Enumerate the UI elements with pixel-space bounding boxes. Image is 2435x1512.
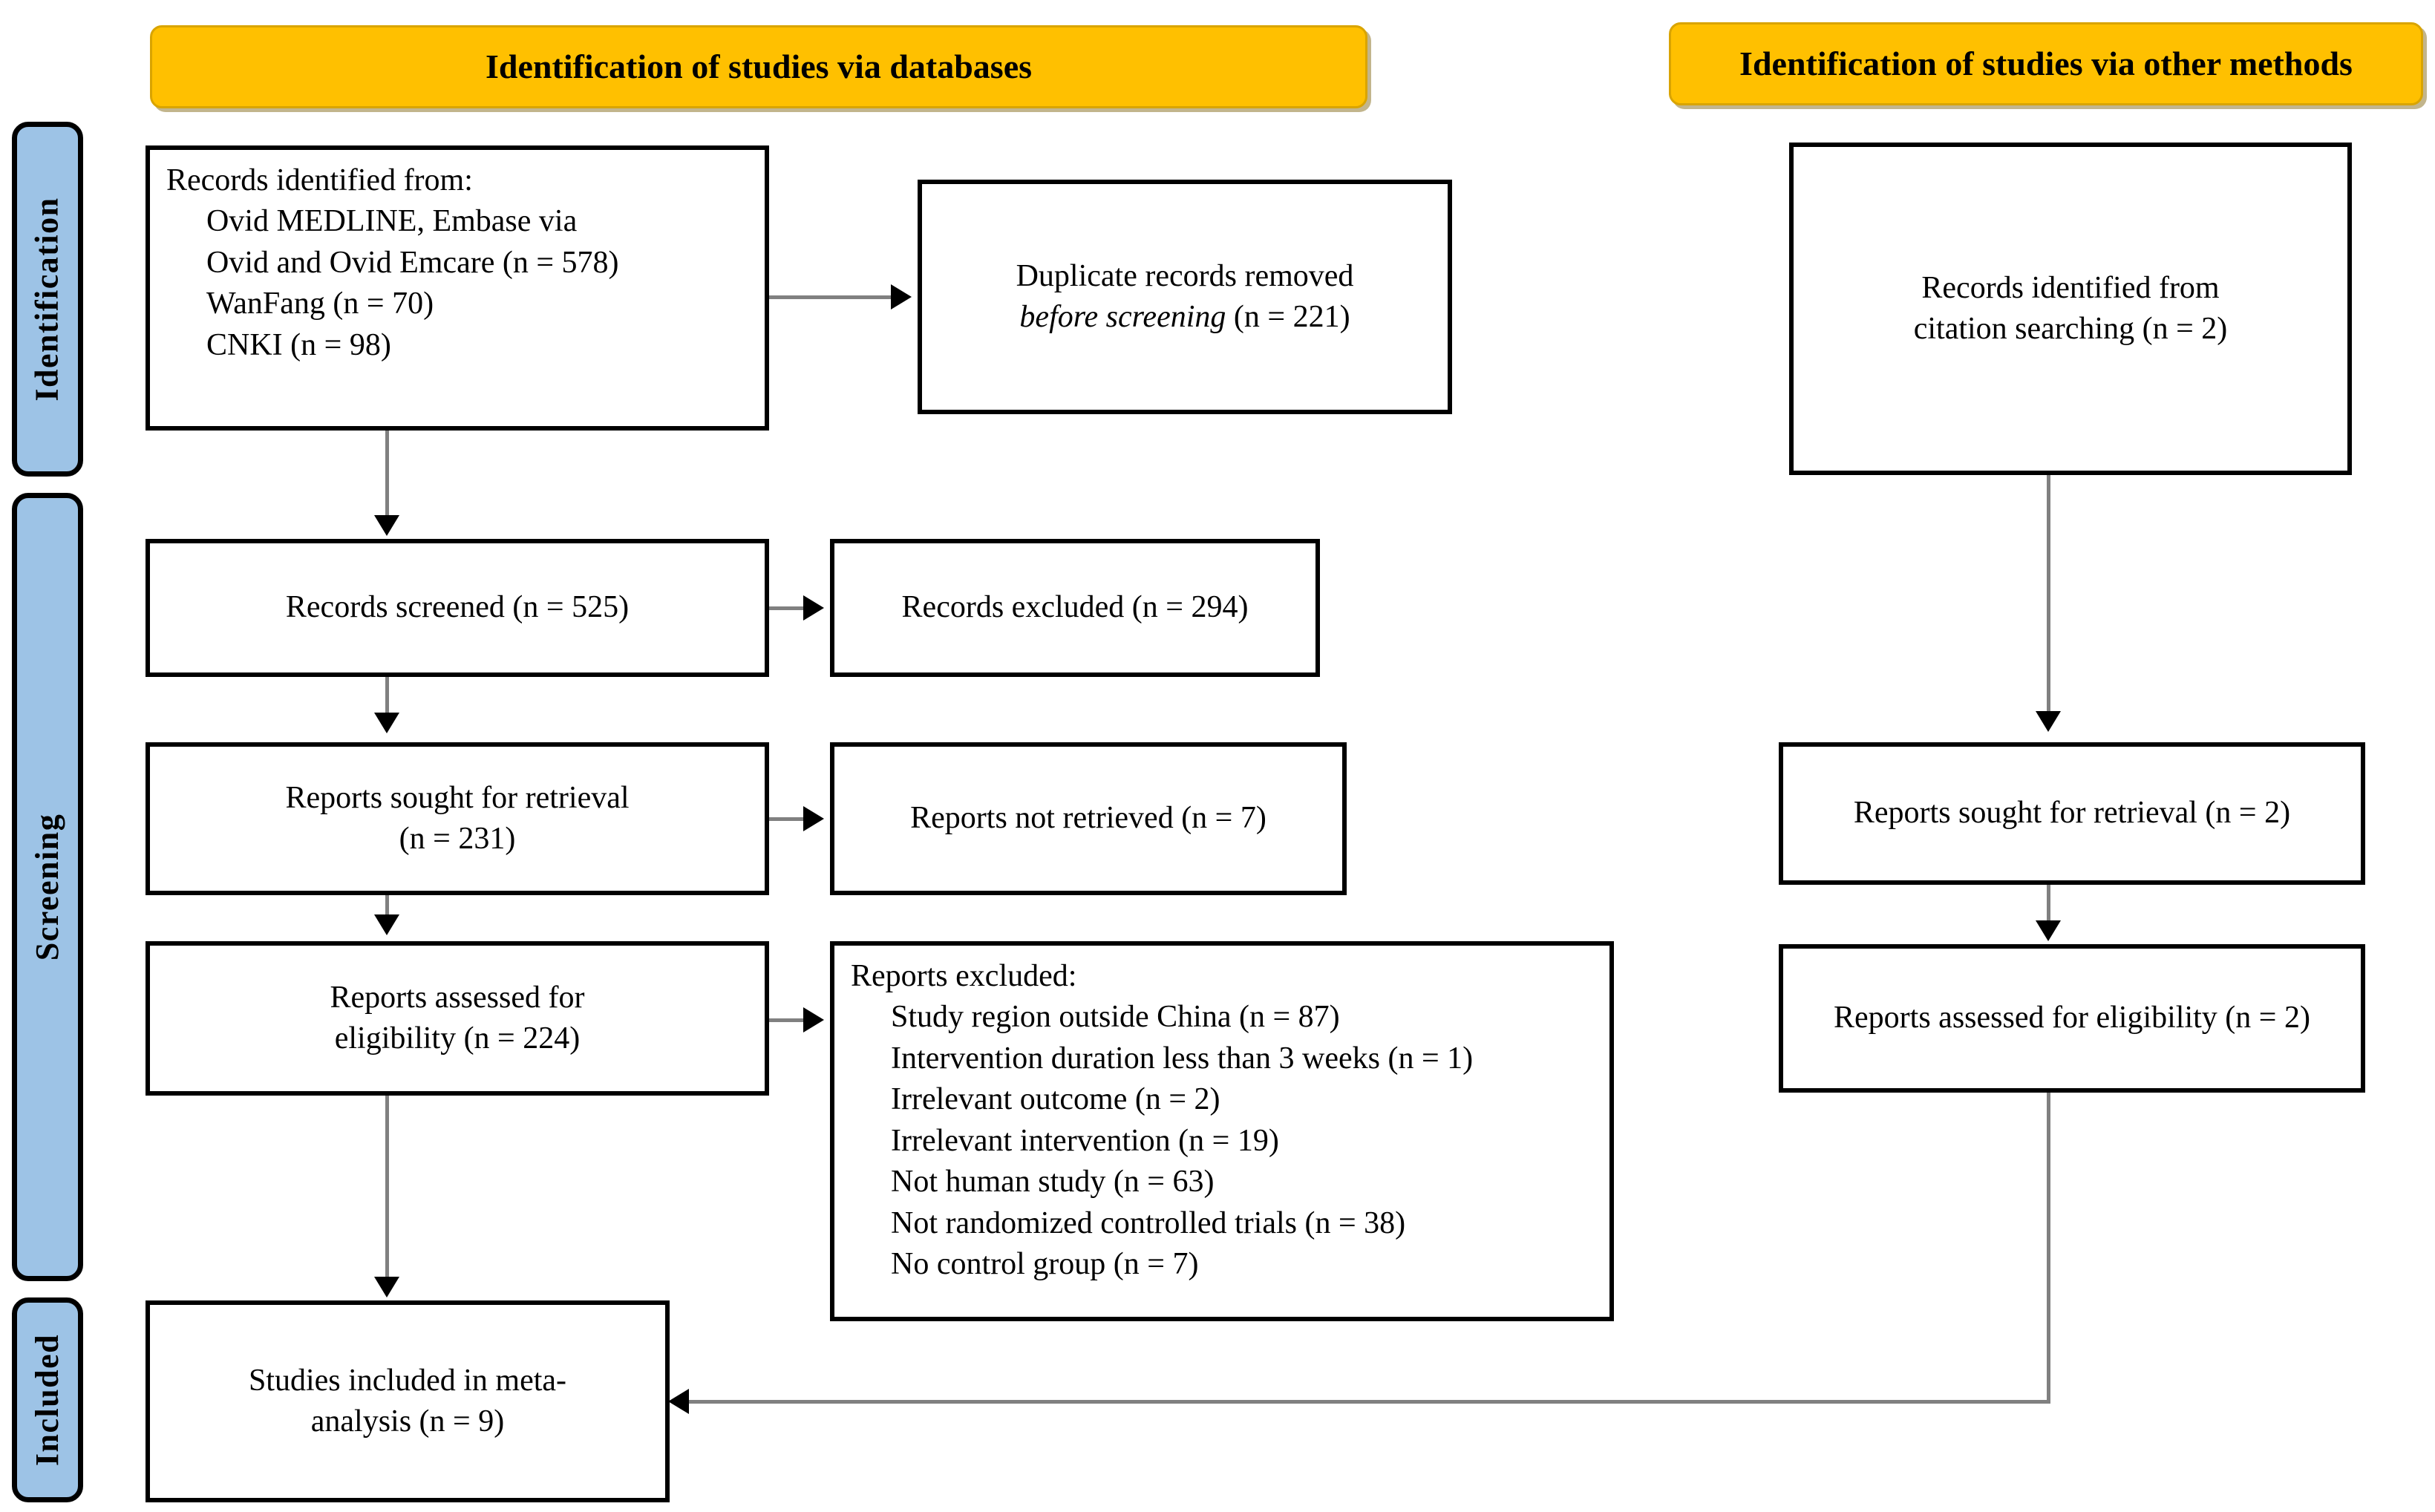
box-reports-sought-other: Reports sought for retrieval (n = 2) — [1779, 742, 2365, 885]
section-header-databases: Identification of studies via databases — [150, 25, 1367, 108]
duplicates-removed-italic: before screening — [1019, 300, 1226, 334]
arrowhead-other-to-included-icon — [668, 1389, 689, 1414]
connector-identified-to-duplicates — [769, 295, 894, 299]
arrowhead-sought-to-assessed-other-icon — [2036, 920, 2061, 941]
other-reports-assessed-label: Reports assessed for eligibility (n = 2) — [1834, 1001, 2310, 1035]
arrowhead-identified-to-screened-icon — [374, 515, 399, 536]
box-reports-excluded-reasons: Reports excluded: Study region outside C… — [830, 941, 1614, 1321]
box-records-screened: Records screened (n = 525) — [146, 539, 769, 677]
arrowhead-assessed-to-excluded-icon — [803, 1007, 824, 1032]
studies-included-line1: Studies included in meta- — [248, 1363, 567, 1398]
connector-assessed-to-included — [385, 1096, 389, 1278]
box-records-identified-citation: Records identified from citation searchi… — [1789, 143, 2352, 475]
connector-screened-to-sought — [385, 677, 389, 716]
connector-assessed-to-excluded — [769, 1018, 806, 1022]
reports-excluded-reason-2: Irrelevant outcome (n = 2) — [891, 1082, 1220, 1117]
phase-bar-identification: Identification — [12, 122, 83, 477]
box-records-excluded: Records excluded (n = 294) — [830, 539, 1320, 677]
section-header-databases-label: Identification of studies via databases — [485, 47, 1033, 85]
duplicates-removed-line2: before screening (n = 221) — [938, 297, 1431, 338]
reports-sought-line1: Reports sought for retrieval — [285, 780, 630, 815]
arrowhead-identified-to-duplicates-icon — [891, 284, 912, 310]
box-records-identified-databases: Records identified from: Ovid MEDLINE, E… — [146, 145, 769, 431]
connector-other-down-to-included — [2047, 1093, 2050, 1401]
arrowhead-citation-to-sought-other-icon — [2036, 711, 2061, 732]
arrowhead-assessed-to-included-icon — [374, 1277, 399, 1297]
box-duplicate-records-removed: Duplicate records removed before screeni… — [918, 180, 1452, 414]
connector-citation-to-sought-other — [2047, 475, 2050, 714]
phase-bar-included: Included — [12, 1297, 83, 1502]
arrowhead-screened-to-sought-icon — [374, 713, 399, 733]
records-identified-source-1: Ovid and Ovid Emcare (n = 578) — [206, 245, 619, 280]
reports-assessed-line1: Reports assessed for — [330, 980, 585, 1015]
records-identified-heading: Records identified from: — [166, 163, 473, 197]
records-excluded-label: Records excluded (n = 294) — [901, 590, 1249, 625]
arrowhead-sought-to-assessed-icon — [374, 914, 399, 935]
reports-excluded-reason-0: Study region outside China (n = 87) — [891, 1000, 1340, 1035]
citation-identified-line2: citation searching (n = 2) — [1913, 312, 2228, 346]
phase-label-included: Included — [29, 1333, 66, 1467]
reports-excluded-reason-6: No control group (n = 7) — [891, 1247, 1199, 1282]
records-screened-label: Records screened (n = 525) — [285, 590, 630, 625]
arrowhead-sought-to-not-retrieved-icon — [803, 806, 824, 831]
box-reports-assessed-databases: Reports assessed for eligibility (n = 22… — [146, 941, 769, 1096]
studies-included-line2: analysis (n = 9) — [310, 1404, 505, 1439]
phase-bar-screening: Screening — [12, 493, 83, 1281]
connector-other-left-to-included — [689, 1400, 2050, 1404]
box-reports-not-retrieved: Reports not retrieved (n = 7) — [830, 742, 1347, 895]
connector-screened-to-excluded — [769, 606, 806, 610]
arrowhead-screened-to-excluded-icon — [803, 595, 824, 621]
section-header-other-methods: Identification of studies via other meth… — [1669, 22, 2423, 105]
reports-assessed-line2: eligibility (n = 224) — [334, 1021, 581, 1056]
reports-excluded-reason-3: Irrelevant intervention (n = 19) — [891, 1123, 1279, 1158]
other-reports-sought-label: Reports sought for retrieval (n = 2) — [1853, 796, 2291, 831]
reports-sought-line2: (n = 231) — [399, 822, 516, 856]
duplicates-removed-line1: Duplicate records removed — [1016, 258, 1354, 293]
section-header-other-methods-label: Identification of studies via other meth… — [1739, 44, 2353, 82]
reports-excluded-reason-5: Not randomized controlled trials (n = 38… — [891, 1205, 1406, 1240]
citation-identified-line1: Records identified from — [1921, 270, 2220, 305]
box-reports-sought-databases: Reports sought for retrieval (n = 231) — [146, 742, 769, 895]
connector-sought-to-assessed — [385, 895, 389, 917]
records-identified-source-2: WanFang (n = 70) — [206, 287, 434, 321]
duplicates-removed-count: (n = 221) — [1226, 300, 1350, 334]
phase-label-screening: Screening — [29, 813, 65, 961]
reports-excluded-heading: Reports excluded: — [851, 959, 1077, 993]
reports-excluded-reason-1: Intervention duration less than 3 weeks … — [891, 1041, 1474, 1076]
connector-identified-to-screened — [385, 431, 389, 518]
connector-sought-to-assessed-other — [2047, 885, 2050, 923]
reports-excluded-reason-4: Not human study (n = 63) — [891, 1165, 1215, 1200]
records-identified-source-0: Ovid MEDLINE, Embase via — [206, 204, 578, 239]
phase-label-identification: Identification — [29, 197, 66, 402]
box-reports-assessed-other: Reports assessed for eligibility (n = 2) — [1779, 944, 2365, 1093]
records-identified-source-3: CNKI (n = 98) — [206, 327, 391, 362]
connector-sought-to-not-retrieved — [769, 817, 806, 821]
reports-not-retrieved-label: Reports not retrieved (n = 7) — [910, 801, 1266, 836]
box-studies-included: Studies included in meta- analysis (n = … — [146, 1300, 670, 1502]
